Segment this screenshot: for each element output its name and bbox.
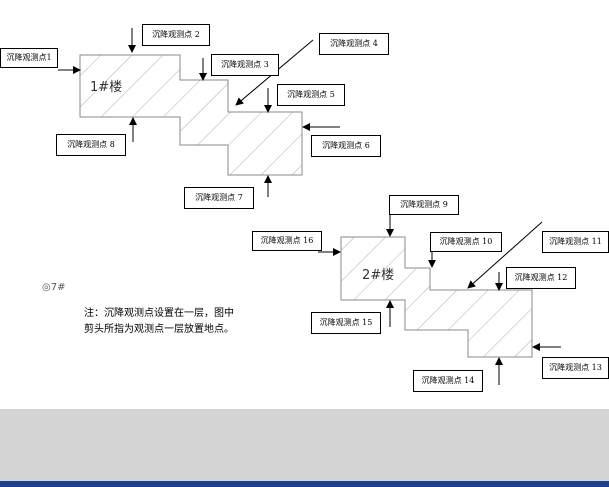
- label-point-13: 沉降观测点 13: [542, 357, 609, 379]
- document-page: 1#楼 2#楼 沉降观测点1 沉降观测点 2 沉降观测点 3 沉降观测点 4 沉…: [0, 0, 609, 409]
- label-point-11: 沉降观测点 11: [542, 231, 609, 253]
- label-point-7: 沉降观测点 7: [184, 187, 254, 209]
- label-point-3: 沉降观测点 3: [211, 54, 279, 76]
- site-plan-diagram: [58, 28, 561, 385]
- window-bottom-edge: [0, 481, 609, 487]
- label-point-15: 沉降观测点 15: [311, 312, 381, 334]
- label-point-4: 沉降观测点 4: [319, 33, 389, 55]
- building-1-outline: [79, 54, 303, 176]
- label-point-10: 沉降观测点 10: [430, 232, 502, 252]
- label-point-6: 沉降观测点 6: [311, 135, 381, 157]
- label-point-16: 沉降观测点 16: [252, 231, 322, 251]
- label-point-1: 沉降观测点1: [0, 48, 58, 68]
- building-2-name: 2#楼: [362, 268, 395, 283]
- arrow-point-11: [467, 221, 543, 289]
- note-text: 注：沉降观测点设置在一层，图中 剪头所指为观测点一层放置地点。: [84, 306, 254, 338]
- label-point-8: 沉降观测点 8: [56, 134, 126, 156]
- note-line-2: 剪头所指为观测点一层放置地点。: [84, 324, 234, 335]
- label-point-5: 沉降观测点 5: [277, 84, 345, 106]
- note-line-1: 注：沉降观测点设置在一层，图中: [84, 308, 234, 319]
- label-point-12: 沉降观测点 12: [506, 267, 576, 289]
- label-point-9: 沉降观测点 9: [389, 195, 459, 215]
- marker-7: ◎7#: [42, 282, 66, 293]
- building-1-name: 1#楼: [90, 80, 123, 95]
- label-point-2: 沉降观测点 2: [142, 24, 210, 46]
- label-point-14: 沉降观测点 14: [413, 370, 483, 392]
- building-2-outline: [340, 236, 533, 358]
